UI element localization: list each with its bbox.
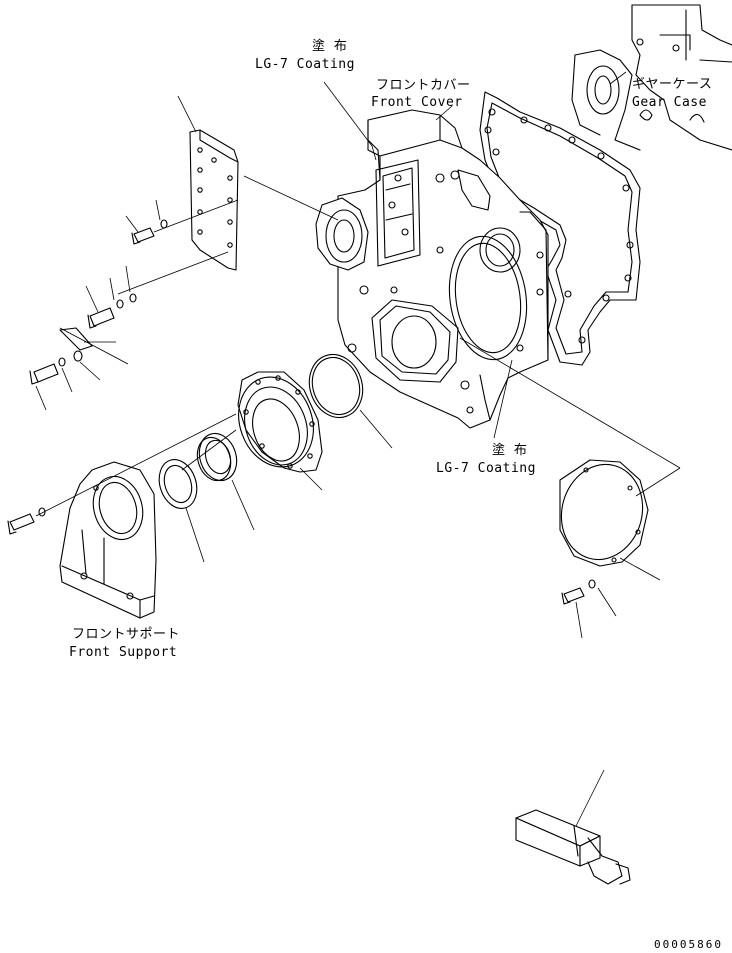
coating-mid-jp-label: 塗 布	[492, 442, 527, 458]
cover-plate	[189, 129, 239, 271]
bolt-group-upper	[131, 219, 168, 245]
installer-tool	[515, 809, 631, 885]
front-support-en-label: Front Support	[69, 645, 177, 660]
bracket-small	[59, 327, 93, 351]
bolt-front-cap	[561, 579, 596, 605]
front-support	[59, 461, 157, 619]
gear-case-en-label: Gear Case	[632, 95, 707, 110]
flange-housing	[237, 371, 323, 473]
coating-mid-en-label: LG-7 Coating	[436, 461, 536, 476]
o-ring	[308, 353, 364, 419]
gear-case-jp-label: ギヤーケース	[632, 77, 712, 92]
gear-case	[571, 4, 732, 151]
front-cover-en-label: Front Cover	[371, 95, 463, 110]
leader-lines	[35, 71, 681, 827]
drawing-code: 00005860	[654, 938, 723, 951]
bearing	[196, 432, 238, 482]
bolt-group-lower	[29, 350, 83, 385]
coating-top-jp-label: 塗 布	[312, 38, 347, 54]
front-cover-jp-label: フロントカバー	[376, 78, 471, 93]
bolt-group-middle	[87, 293, 137, 329]
bolt-front-support	[7, 507, 46, 535]
front-cap	[559, 459, 649, 567]
front-cover	[337, 109, 549, 429]
coating-top-en-label: LG-7 Coating	[255, 57, 355, 72]
seal-ring	[158, 459, 198, 509]
front-support-jp-label: フロントサポート	[72, 627, 180, 642]
